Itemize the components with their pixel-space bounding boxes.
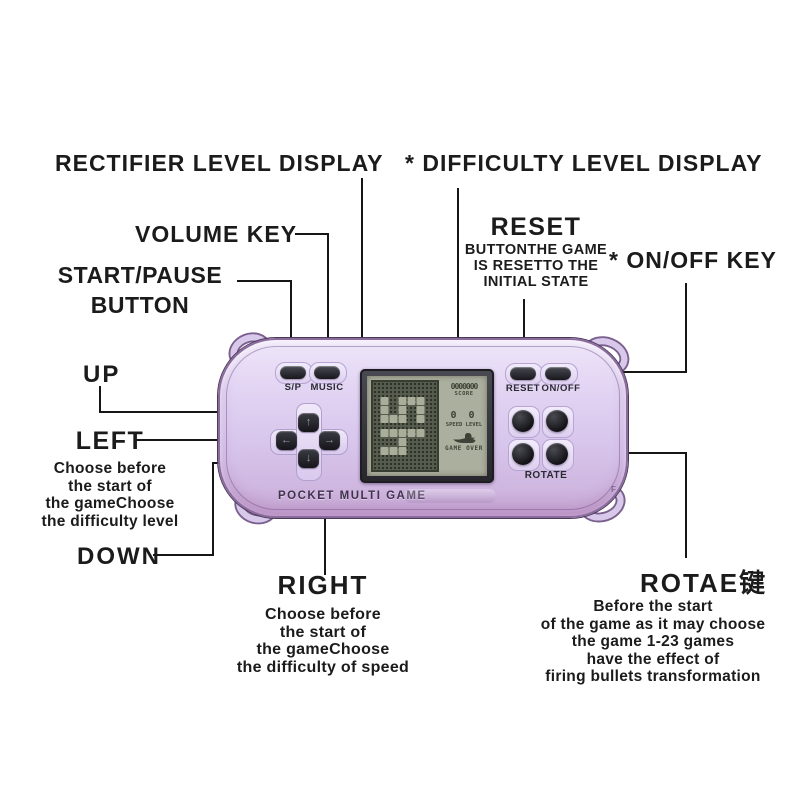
label-down: DOWN [77, 543, 161, 570]
label-rotate-desc-line: firing bullets transformation [545, 668, 761, 685]
label-left-desc-line: Choose before [53, 460, 167, 477]
dpad-left-button: ← [276, 431, 297, 450]
label-right-block: RIGHT Choose before the start of the gam… [220, 570, 426, 676]
score-label: SCORE [454, 391, 474, 397]
rotate-button-top-left [512, 410, 534, 432]
label-rotate-desc-line: the game 1-23 games [571, 633, 735, 650]
game-over-label: GAME OVER [445, 445, 483, 452]
label-right-desc-line: Choose before [265, 606, 381, 623]
label-reset-desc: BUTTONTHE GAME IS RESETTO THE INITIAL ST… [446, 242, 626, 290]
dpad-up-button: ↑ [298, 413, 319, 432]
score-value: 0000000 [450, 382, 479, 391]
music-button-label: MUSIC [310, 382, 344, 393]
dpad-right-arrow-icon: → [324, 434, 335, 446]
reset-button [510, 367, 536, 380]
label-onoff-key: * ON/OFF KEY [609, 247, 777, 273]
label-start-pause-line1: START/PAUSE [57, 262, 223, 288]
label-left-desc-line: the difficulty level [41, 512, 179, 530]
label-right-desc-line: the difficulty of speed [236, 658, 410, 676]
reset-button-label: RESET [505, 383, 541, 394]
dpad-right-button: → [319, 431, 340, 450]
label-right-desc-line: the gameChoose [256, 641, 390, 658]
label-left-block: LEFT Choose before the start of the game… [15, 427, 205, 530]
side-marking: F [611, 485, 616, 494]
speed-level-label: SPEED LEVEL [445, 422, 483, 428]
speed-level-value: 0 0 [450, 410, 478, 421]
game-matrix-display [371, 380, 439, 472]
label-reset-desc-line: BUTTONTHE GAME [464, 242, 608, 258]
lcd-status-column: 0000000 SCORE 0 0 SPEED LEVEL GAME OVER [441, 378, 487, 474]
label-start-pause-button: START/PAUSE BUTTON [40, 260, 240, 320]
label-start-pause-line2: BUTTON [90, 292, 190, 318]
sp-button-label: S/P [284, 382, 302, 393]
music-button [314, 366, 340, 379]
label-left-title: LEFT [75, 427, 145, 455]
dpad-up-arrow-icon: ↑ [305, 416, 312, 428]
dpad-down-arrow-icon: ↓ [305, 452, 312, 464]
brand-text: POCKET MULTI GAME [278, 490, 427, 502]
level-digits-display [380, 397, 430, 455]
label-right-desc-line: the start of [279, 623, 367, 641]
lcd-screen: 0000000 SCORE 0 0 SPEED LEVEL GAME OVER [367, 376, 487, 476]
label-rotate-title: ROTAE键 [640, 568, 768, 598]
dpad-left-arrow-icon: ← [281, 434, 292, 446]
label-left-desc: Choose before the start of the gameChoos… [15, 460, 205, 530]
label-up: UP [83, 361, 121, 388]
onoff-button-label: ON/OFF [541, 383, 581, 394]
label-reset-title: RESET [490, 213, 582, 241]
label-rotate-desc-line: of the game as it may choose [540, 615, 766, 633]
handheld-console: S/P MUSIC RESET ON/OFF [218, 328, 633, 528]
embossed-marking [404, 489, 496, 503]
label-rectifier-level-display: RECTIFIER LEVEL DISPLAY [55, 150, 384, 176]
rotate-button-bottom-right [546, 443, 568, 465]
label-right-title: RIGHT [277, 570, 369, 600]
label-left-desc-line: the start of [68, 477, 152, 495]
label-reset-desc-line: IS RESETTO THE [473, 258, 599, 274]
label-right-desc: Choose before the start of the gameChoos… [220, 606, 426, 676]
dpad-down-button: ↓ [298, 449, 319, 468]
label-rotate-desc-line: have the effect of [586, 650, 720, 668]
label-difficulty-level-display: * DIFFICULTY LEVEL DISPLAY [405, 150, 763, 176]
label-reset-block: RESET BUTTONTHE GAME IS RESETTO THE INIT… [446, 213, 626, 290]
onoff-button [545, 367, 571, 380]
label-rotate-desc: Before the start of the game as it may c… [518, 598, 788, 686]
label-reset-desc-line: INITIAL STATE [483, 274, 589, 290]
rotate-button-label: ROTATE [524, 470, 568, 481]
rotate-button-bottom-left [512, 443, 534, 465]
start-pause-button [280, 366, 306, 379]
label-rotate-desc-line: Before the start [593, 598, 713, 615]
label-left-desc-line: the gameChoose [45, 495, 175, 512]
label-volume-key: VOLUME KEY [135, 221, 298, 247]
rotate-button-top-right [546, 410, 568, 432]
screen-bezel: 0000000 SCORE 0 0 SPEED LEVEL GAME OVER [360, 369, 494, 483]
duck-icon [441, 429, 487, 443]
